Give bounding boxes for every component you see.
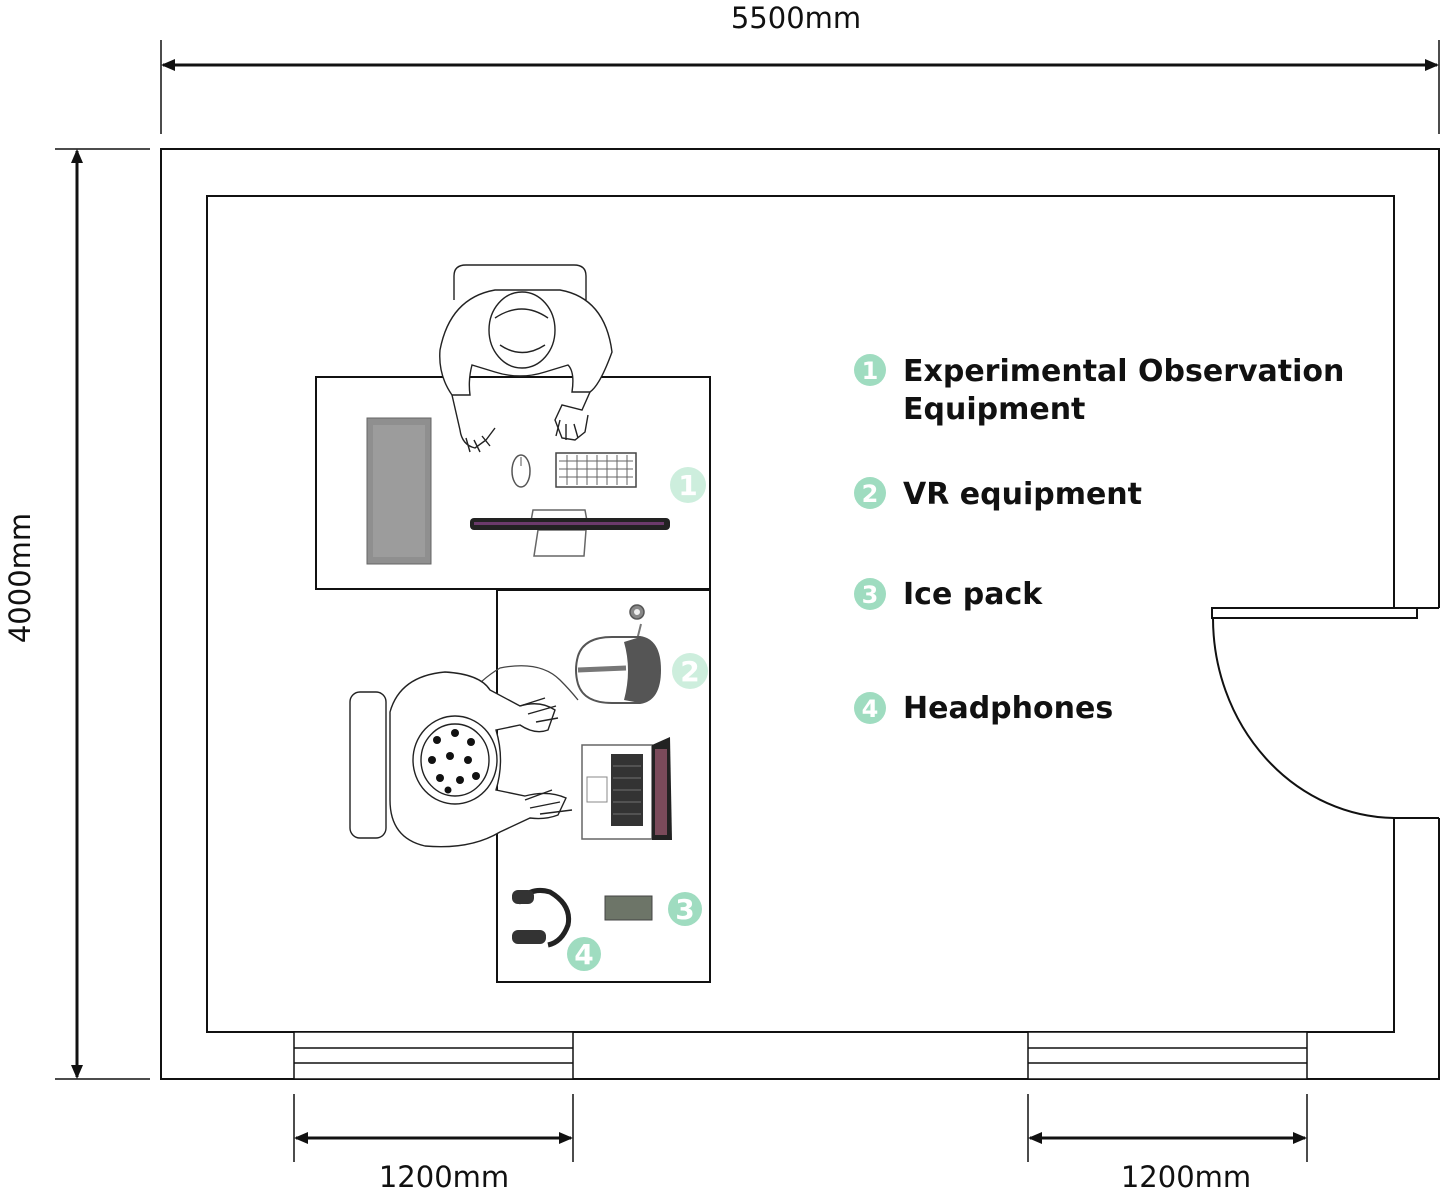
door [1211,607,1418,819]
window-right-label: 1200mm [1121,1160,1251,1193]
laptop-icon [581,737,672,840]
svg-text:4: 4 [862,695,879,723]
legend-label-1a: Experimental Observation [903,354,1344,389]
legend-item-1: 1 Experimental Observation Equipment [854,354,1344,427]
height-dimension-label: 4000mm [3,513,37,643]
legend-label-1b: Equipment [903,392,1085,427]
participant-person [349,671,573,848]
window-right-dimension: 1200mm [1027,1094,1308,1193]
svg-text:1: 1 [862,357,879,385]
ice-pack-icon [604,895,653,921]
legend-item-2: 2 VR equipment [854,477,1142,512]
svg-text:2: 2 [680,655,699,688]
top-dimension: 5500mm [160,1,1440,134]
observer-person [439,264,613,453]
window-left-label: 1200mm [379,1160,509,1193]
window-right [1027,1031,1308,1080]
monitor-icon [470,509,670,557]
legend-item-3: 3 Ice pack [854,577,1043,612]
svg-text:1: 1 [678,469,697,502]
headphones-icon [512,887,572,948]
mouse-icon [511,454,531,488]
svg-text:2: 2 [862,480,879,508]
vr-cable [469,665,579,701]
legend-label-4: Headphones [903,691,1113,726]
legend: 1 Experimental Observation Equipment 2 V… [854,354,1344,726]
width-dimension-label: 5500mm [731,1,861,35]
legend-label-2: VR equipment [903,477,1142,512]
svg-text:4: 4 [574,938,593,971]
marker-4: 4 [567,937,601,971]
left-dimension: 4000mm [3,148,150,1080]
marker-1: 1 [670,467,706,503]
keyboard-icon [555,452,637,488]
pc-tower [366,417,432,565]
window-left-dimension: 1200mm [293,1094,574,1193]
legend-item-4: 4 Headphones [854,691,1113,726]
window-left [293,1031,574,1080]
vr-headset-icon [575,604,662,704]
marker-3: 3 [668,892,702,926]
legend-label-3: Ice pack [903,577,1043,612]
svg-text:3: 3 [862,581,879,609]
svg-text:3: 3 [675,893,694,926]
marker-2: 2 [672,653,708,689]
